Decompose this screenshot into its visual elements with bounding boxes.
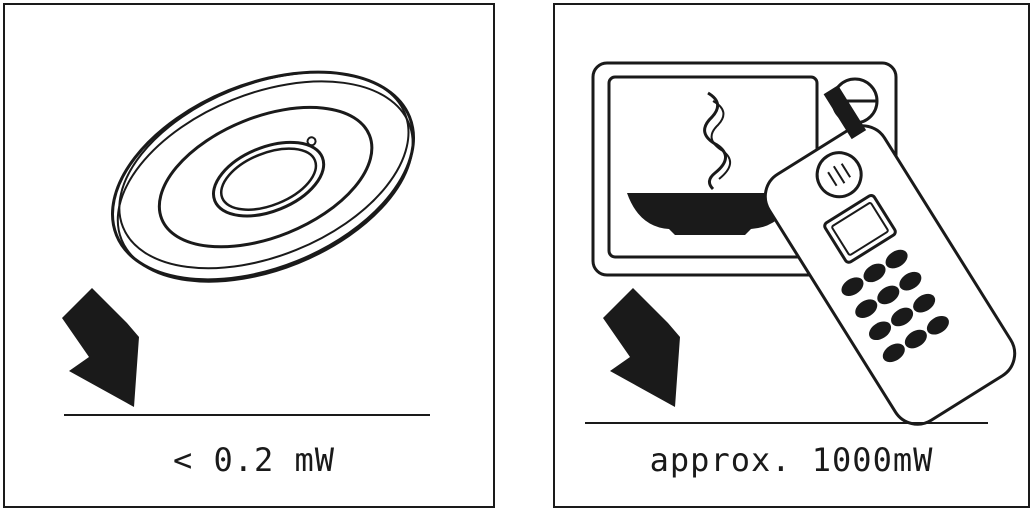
steaming-bowl-icon	[627, 91, 795, 235]
panel-left-drawing	[62, 70, 430, 416]
power-caption-right: approx. 1000mW	[649, 441, 934, 479]
power-caption-left: < 0.2 mW	[172, 441, 336, 479]
panel-microwave-and-phone: approx. 1000mW	[553, 3, 1030, 508]
panel-smoke-detector: < 0.2 mW	[3, 3, 495, 508]
smoke-detector-icon	[111, 70, 415, 283]
down-arrow-icon	[603, 288, 680, 407]
panel-right-drawing	[585, 61, 1017, 426]
mobile-phone-icon	[763, 85, 1017, 426]
down-arrow-icon	[62, 288, 139, 407]
